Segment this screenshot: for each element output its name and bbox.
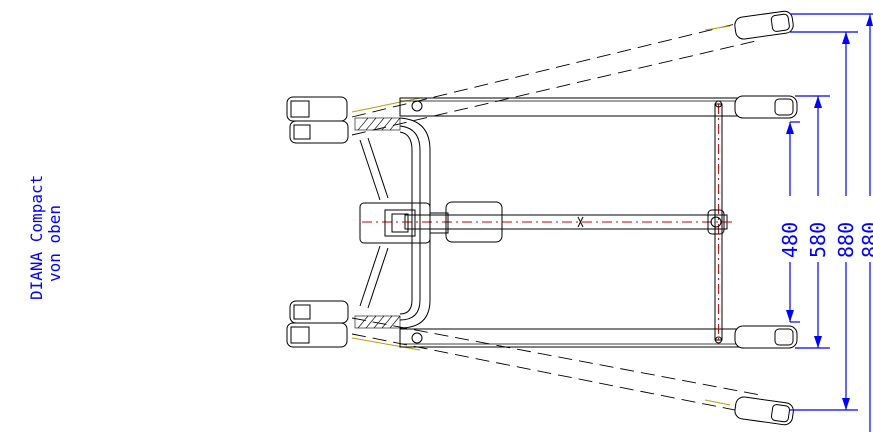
swing-lines bbox=[351, 17, 761, 416]
dimension-lines bbox=[786, 13, 873, 432]
wheels bbox=[286, 10, 798, 426]
dimension-880-outer: 880 bbox=[858, 222, 873, 258]
title-line-1: DIANA Compact bbox=[27, 175, 46, 300]
dimension-880: 880 bbox=[834, 222, 858, 258]
frame bbox=[354, 97, 741, 348]
drawing-title: DIANA Compact von oben bbox=[27, 175, 64, 300]
dimension-580: 580 bbox=[806, 222, 830, 258]
title-line-2: von oben bbox=[45, 205, 64, 282]
dimension-480: 480 bbox=[778, 222, 802, 258]
